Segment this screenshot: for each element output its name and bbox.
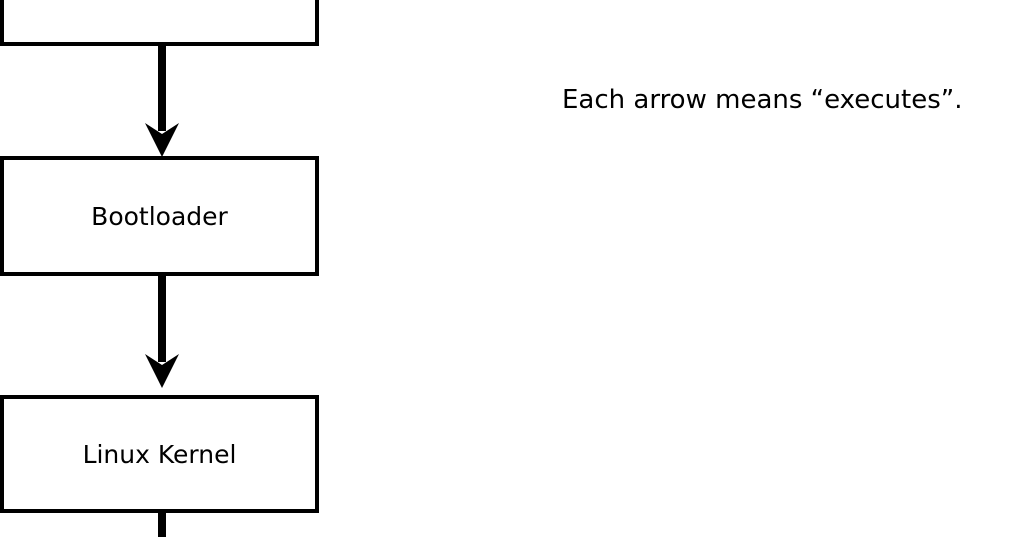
arrow-head-icon — [145, 123, 179, 157]
flow-node-linux-kernel[interactable]: Linux Kernel — [0, 395, 319, 513]
flow-node-bootloader[interactable]: Bootloader — [0, 156, 319, 276]
flow-node-firmware-cropped[interactable] — [0, 0, 319, 46]
annotation-arrow-meaning: Each arrow means “executes”. — [562, 85, 963, 115]
arrow-firmware-to-bootloader — [145, 46, 179, 157]
flow-node-label-linux-kernel: Linux Kernel — [82, 439, 237, 469]
arrow-bootloader-to-kernel — [145, 276, 179, 388]
arrow-head-icon — [145, 354, 179, 388]
flow-node-label-bootloader: Bootloader — [91, 201, 228, 231]
